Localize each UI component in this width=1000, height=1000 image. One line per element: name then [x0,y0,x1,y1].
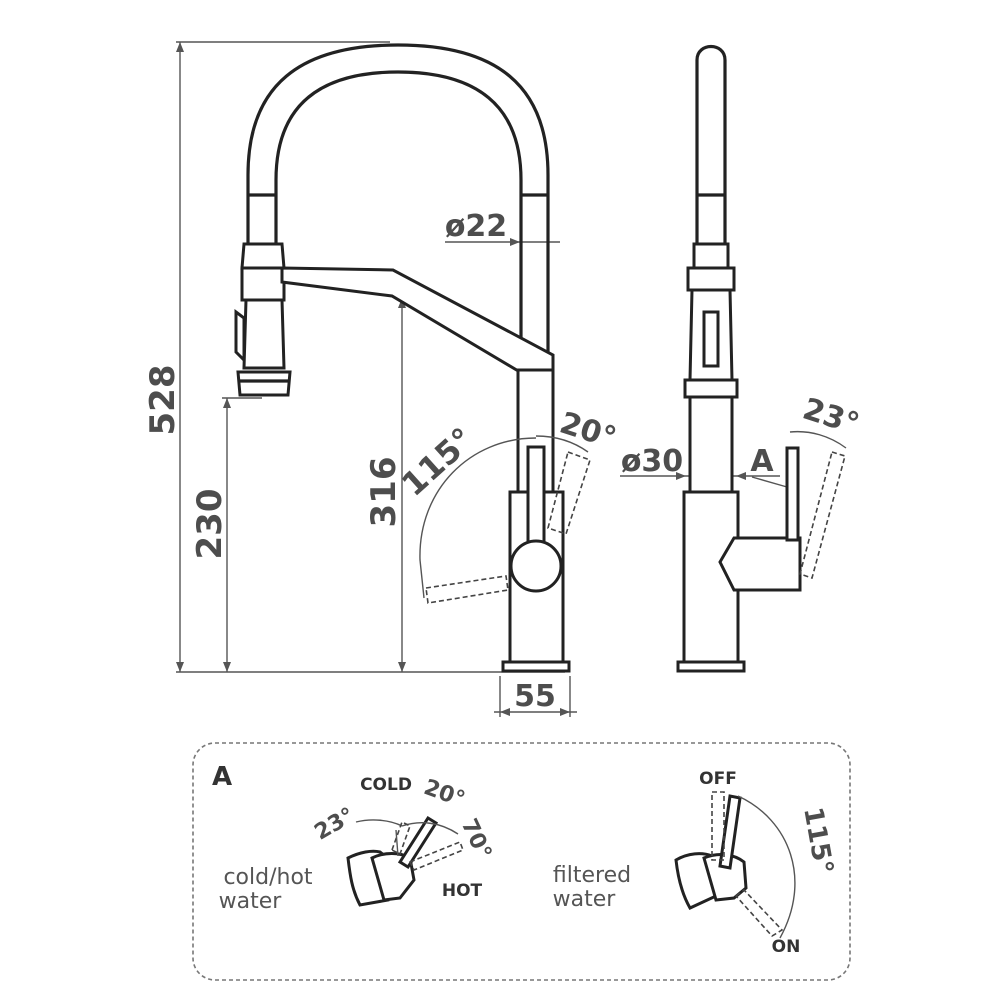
filter-caption-line1: filtered [553,863,631,888]
mixer-angle-left: 23° [310,803,359,845]
body-diameter-label: ø30 [621,444,683,479]
total-height-label: 528 [143,365,183,436]
side-view-faucet [676,44,846,673]
mixer-hot-label: HOT [442,881,483,901]
spout-height-label: 230 [190,489,230,560]
mixer-caption-line1: cold/hot [223,865,312,890]
filter-on-label: ON [772,937,801,957]
filter-caption-line2: water [553,887,617,912]
detail-panel-border [192,742,851,981]
front-dimension-lines [176,41,577,717]
mixer-cold-label: COLD [360,775,412,795]
filter-detail-drawing [674,791,796,939]
outlet-height-label: 316 [364,457,404,528]
mixer-caption-line2: water [219,889,283,914]
mixer-angle-mid: 20° [420,775,468,813]
hose-diameter-label: ø22 [445,209,507,244]
mixer-angle-side-label: 23° [799,392,864,443]
mixer-detail-drawing [346,815,465,907]
base-width-label: 55 [514,679,556,714]
mixer-angle-front-label: 20° [556,406,621,457]
mixer-angle-right: 70° [456,815,496,863]
filter-off-label: OFF [699,769,737,789]
detail-marker-a: A [750,444,774,479]
detail-panel-title: A [212,762,232,792]
front-view-faucet [234,43,591,673]
filter-angle-label: 115° [797,805,838,876]
